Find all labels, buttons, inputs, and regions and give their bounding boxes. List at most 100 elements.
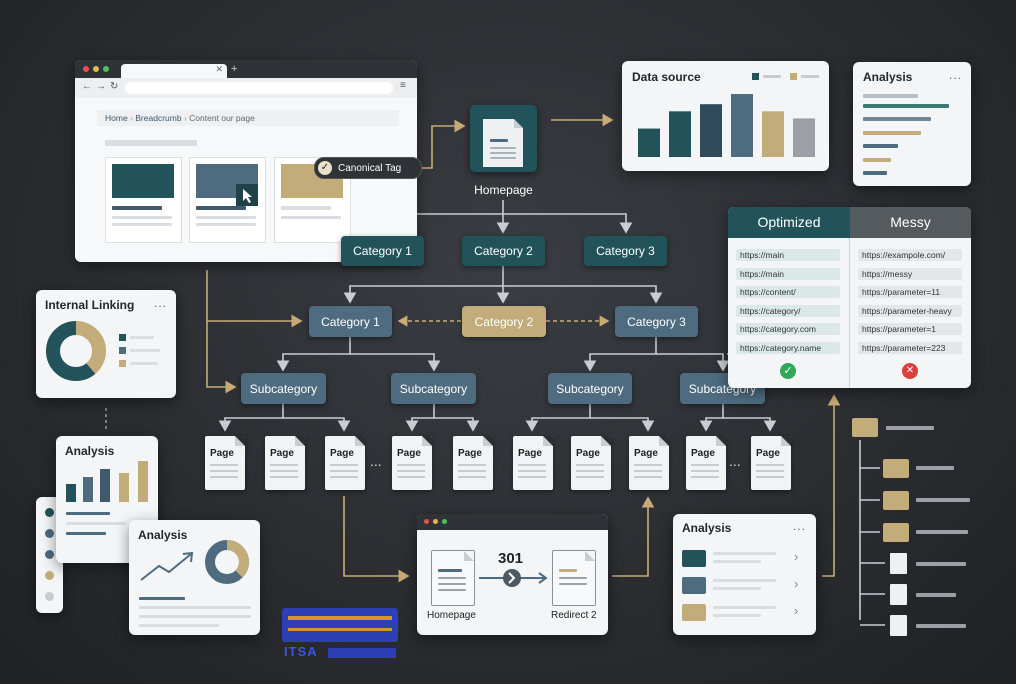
target-document-icon — [552, 550, 596, 606]
messy-url-item: https://parameter=11 — [858, 286, 962, 298]
messy-header: Messy — [850, 207, 971, 238]
mid-category-3[interactable]: Category 3 — [615, 306, 698, 337]
page-document[interactable]: Page — [392, 436, 432, 490]
subcategory-1[interactable]: Subcategory — [241, 373, 326, 404]
browser-tab[interactable]: ✕ — [121, 64, 227, 78]
chevron-right-icon[interactable]: › — [794, 603, 799, 618]
mid-category-1[interactable]: Category 1 — [309, 306, 392, 337]
page-label: Page — [576, 448, 600, 459]
content-card[interactable] — [105, 157, 182, 243]
messy-url-item: https://parameter=1 — [858, 323, 962, 335]
canonical-tag-label: Canonical Tag — [338, 162, 402, 174]
file-icon[interactable] — [890, 584, 907, 605]
reload-icon[interactable]: ↻ — [110, 81, 119, 92]
messy-url-item: https://parameter=223 — [858, 341, 962, 354]
folder-icon[interactable] — [883, 523, 909, 542]
donut-chart — [205, 540, 249, 584]
redirect-from-label: Homepage — [427, 610, 476, 621]
optimized-url-item: https://category.com — [736, 323, 840, 335]
optimized-url-item: https://category/ — [736, 304, 840, 317]
data-source-bar — [669, 111, 691, 157]
folder-icon — [682, 604, 706, 621]
page-label: Page — [518, 448, 542, 459]
document-icon — [483, 119, 523, 167]
top-category-1[interactable]: Category 1 — [341, 236, 424, 266]
data-source-bar — [731, 94, 753, 157]
forward-icon[interactable]: → — [96, 81, 106, 92]
browser-window: ✕ + ← → ↻ ≡ Home › Breadcrumb › Content … — [75, 60, 417, 262]
homepage-node[interactable] — [470, 105, 537, 172]
subcategory-3[interactable]: Subcategory — [548, 373, 632, 404]
messy-url-item: https://exampole.com/ — [858, 249, 962, 261]
new-tab-icon[interactable]: + — [231, 63, 238, 75]
content-card[interactable] — [189, 157, 266, 243]
analysis-card-bottom: Analysis ... › › › — [673, 514, 816, 635]
tab-close-icon[interactable]: ✕ — [215, 64, 223, 74]
breadcrumb: Home › Breadcrumb › Content our page — [97, 110, 399, 126]
subcategory-2[interactable]: Subcategory — [391, 373, 476, 404]
folder-icon[interactable] — [883, 459, 909, 478]
data-source-bar — [762, 111, 784, 157]
page-label: Page — [458, 448, 482, 459]
success-check-icon: ✓ — [780, 363, 796, 379]
breadcrumb-home[interactable]: Home — [105, 113, 128, 123]
redirect-window: 301 Homepage Redirect 2 — [417, 514, 608, 635]
error-cross-icon: ✕ — [902, 363, 918, 379]
page-document[interactable]: Page — [629, 436, 669, 490]
cursor-icon — [236, 184, 258, 206]
analysis-title: Analysis — [682, 521, 732, 535]
mid-category-2[interactable]: Category 2 — [462, 306, 546, 337]
more-options-icon[interactable]: ... — [793, 519, 807, 533]
page-heading-placeholder — [105, 140, 197, 146]
back-icon[interactable]: ← — [82, 81, 92, 92]
folder-icon[interactable] — [852, 418, 878, 437]
breadcrumb-separator-icon: › — [130, 113, 136, 123]
file-icon[interactable] — [890, 615, 907, 636]
file-icon[interactable] — [890, 553, 907, 574]
optimized-url-item: https://main — [736, 267, 840, 280]
pages-ellipsis: ... — [370, 453, 382, 469]
page-document[interactable]: Page — [513, 436, 553, 490]
canonical-tag-badge: ✓ Canonical Tag — [314, 157, 422, 179]
browser-toolbar: ← → ↻ ≡ — [75, 78, 417, 98]
breadcrumb-breadcrumb[interactable]: Breadcrumb — [135, 113, 182, 123]
more-options-icon[interactable]: ... — [154, 296, 168, 310]
maximize-dot[interactable] — [442, 519, 447, 524]
top-category-2[interactable]: Category 2 — [462, 236, 545, 266]
page-document[interactable]: Page — [265, 436, 305, 490]
chevron-right-icon[interactable]: › — [794, 549, 799, 564]
menu-icon[interactable]: ≡ — [400, 80, 406, 91]
maximize-dot[interactable] — [103, 66, 109, 72]
data-source-bar — [700, 104, 722, 157]
top-category-3[interactable]: Category 3 — [584, 236, 667, 266]
page-document[interactable]: Page — [686, 436, 726, 490]
close-dot[interactable] — [424, 519, 429, 524]
analysis-card-top: Analysis ... — [853, 62, 971, 186]
page-document[interactable]: Page — [325, 436, 365, 490]
address-bar[interactable] — [125, 82, 393, 94]
folder-icon[interactable] — [883, 491, 909, 510]
data-source-title: Data source — [632, 70, 701, 84]
optimized-url-item: https://content/ — [736, 286, 840, 298]
data-source-bar-chart — [638, 94, 815, 157]
page-label: Page — [210, 448, 234, 459]
page-document[interactable]: Page — [205, 436, 245, 490]
homepage-label: Homepage — [474, 183, 533, 197]
folder-icon — [682, 577, 706, 594]
data-source-card: Data source — [622, 61, 829, 171]
analysis-title: Analysis — [65, 444, 115, 458]
messy-url-item: https://parameter-heavy — [858, 304, 962, 317]
page-document[interactable]: Page — [453, 436, 493, 490]
optimized-url-item: https://category.name — [736, 341, 840, 354]
close-dot[interactable] — [83, 66, 89, 72]
more-options-icon[interactable]: ... — [949, 68, 963, 82]
internal-linking-title: Internal Linking — [45, 298, 135, 312]
page-document[interactable]: Page — [751, 436, 791, 490]
minimize-dot[interactable] — [433, 519, 438, 524]
data-source-bar — [638, 128, 660, 157]
check-icon: ✓ — [318, 161, 332, 175]
page-document[interactable]: Page — [571, 436, 611, 490]
chevron-right-icon[interactable]: › — [794, 576, 799, 591]
minimize-dot[interactable] — [93, 66, 99, 72]
